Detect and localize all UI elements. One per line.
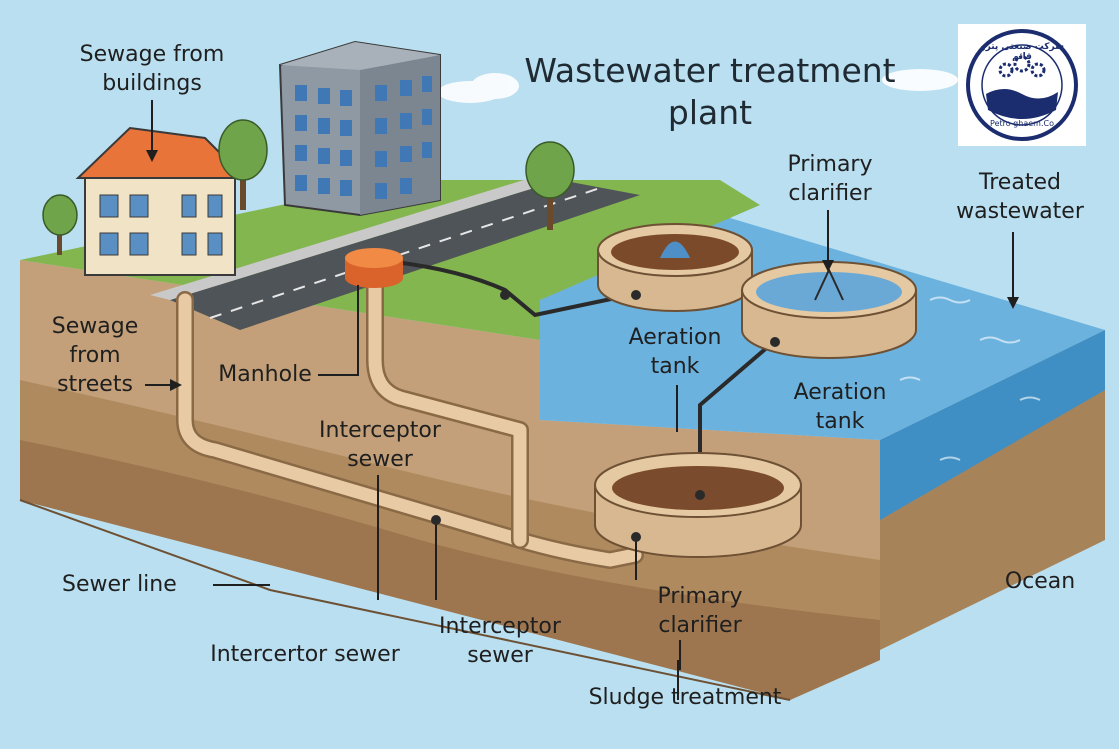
aeration-tank-right [741,261,917,359]
primary-clarifier-tank-top [597,223,753,312]
house [75,126,248,276]
label-interceptor-sewer-2: Interceptor sewer [439,614,561,668]
arrowheads [146,150,1019,391]
tree [42,194,78,255]
manhole [345,248,403,288]
company-logo: شرکت صنعتی پترو قائم Petro ghaem.Co [958,24,1086,146]
label-sewer-line: Sewer line [62,572,177,597]
pipe-dots [431,290,780,542]
sidewalk [150,175,560,300]
road-line [209,187,601,319]
logo-company-name-arabic: شرکت صنعتی پترو قائم [980,42,1064,62]
tree [525,141,575,230]
road [170,180,640,330]
label-primary-clarifier-top: Primary clarifier [787,152,873,206]
leader-lines [145,100,1014,700]
tree [218,119,268,210]
label-sludge-treatment: Sludge treatment [588,685,782,710]
label-primary-clarifier-bottom: Primary clarifier [657,584,743,638]
office-building [278,40,441,217]
label-interceptor-sewer-1: Interceptor sewer [319,418,441,472]
label-aeration-tank-2: Aeration tank [793,380,887,434]
soil-layer-dark [20,440,880,700]
primary-clarifier-tank-bottom [594,452,802,558]
wave-marks [899,296,1041,461]
soil-edge [19,499,791,701]
label-sewage-from-streets: Sewage from streets [51,314,139,397]
diagram-title: Wastewater treatment plant [524,51,896,132]
label-ocean: Ocean [1004,569,1076,594]
label-sewage-from-buildings: Sewage from buildings [79,42,225,96]
label-manhole: Manhole [218,362,312,387]
label-treated-wastewater: Treated wastewater [956,170,1084,224]
ocean-water-face [880,330,1105,520]
label-aeration-tank-1: Aeration tank [628,325,722,379]
label-intercertor-sewer: Intercertor sewer [210,642,400,667]
cloud [438,69,958,103]
logo-company-name: Petro ghaem.Co [990,119,1054,128]
connector-pipe [394,260,631,318]
sewer-pipes [176,271,644,569]
